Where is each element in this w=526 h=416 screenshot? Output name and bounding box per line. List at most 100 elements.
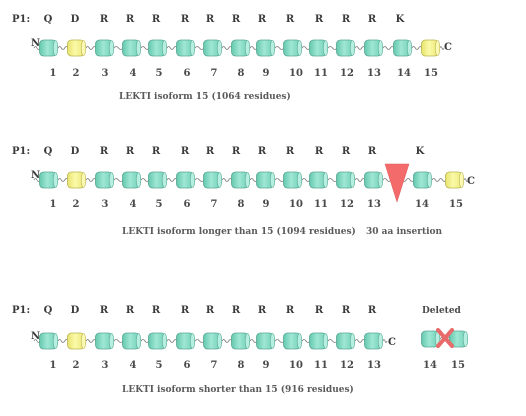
domain-number-label: 15 xyxy=(449,199,463,210)
linker-segment xyxy=(140,178,150,182)
domain-number-label: 1 xyxy=(50,360,57,371)
kazal-domain-7 xyxy=(203,39,223,57)
kazal-domain-8 xyxy=(231,39,251,57)
p1-residue-label: R xyxy=(258,305,267,316)
domain-number-label: 6 xyxy=(184,360,191,371)
p1-residue-label: Q xyxy=(44,146,53,157)
p1-residue-label: K xyxy=(416,146,425,157)
linker-segment xyxy=(439,46,445,50)
domain-number-label: 3 xyxy=(102,199,109,210)
isoform-caption: LEKTI isoform shorter than 15 (916 resid… xyxy=(122,384,354,395)
linker-segment xyxy=(301,46,311,50)
p1-residue-label: R xyxy=(152,146,161,157)
domain-number-label: 14 xyxy=(397,68,411,79)
linker-segment xyxy=(85,46,97,50)
p1-residue-label: R xyxy=(100,305,109,316)
kazal-domain-4 xyxy=(122,171,142,189)
kazal-domain-12 xyxy=(336,171,356,189)
kazal-domain-5 xyxy=(148,332,168,350)
p1-residue-label: R xyxy=(126,146,135,157)
domain-number-label: 5 xyxy=(156,199,163,210)
p1-residue-label: R xyxy=(258,146,267,157)
p1-residue-label: R xyxy=(315,146,324,157)
insertion-label: 30 aa insertion xyxy=(366,227,443,237)
kazal-domain-14 xyxy=(413,171,433,189)
linker-segment xyxy=(57,178,69,182)
kazal-domain-3 xyxy=(95,332,115,350)
domain-number-label: 11 xyxy=(314,68,328,79)
domain-number-label: 9 xyxy=(263,360,270,371)
domain-number-label: 8 xyxy=(238,360,245,371)
p1-residue-label: D xyxy=(71,305,80,316)
kazal-domain-6 xyxy=(176,39,196,57)
kazal-domain-5 xyxy=(148,171,168,189)
p1-residue-label: D xyxy=(71,14,80,25)
domain-number-label: 10 xyxy=(289,68,303,79)
domain-number-label: 13 xyxy=(367,68,381,79)
p1-residue-label: R xyxy=(368,305,377,316)
p1-residue-label: R xyxy=(152,305,161,316)
isoform-caption: LEKTI isoform longer than 15 (1094 resid… xyxy=(122,226,356,237)
linker-segment xyxy=(113,178,124,182)
p1-residue-label: R xyxy=(286,146,295,157)
linker-segment xyxy=(166,339,178,343)
p1-residue-label: R xyxy=(232,146,241,157)
p1-residue-label: R xyxy=(100,14,109,25)
p1-residue-label: Q xyxy=(44,14,53,25)
kazal-domain-1 xyxy=(39,39,59,57)
kazal-domain-15 xyxy=(421,39,441,57)
linker-segment xyxy=(194,46,205,50)
p1-residue-label: R xyxy=(181,14,190,25)
linker-segment xyxy=(274,339,285,343)
n-terminus-label: N xyxy=(31,331,40,342)
domain-number-label: 2 xyxy=(73,360,80,371)
domain-number-label: 13 xyxy=(367,360,381,371)
linker-segment xyxy=(411,46,423,50)
linker-segment xyxy=(140,339,150,343)
linker-segment xyxy=(249,178,258,182)
kazal-domain-6 xyxy=(176,332,196,350)
kazal-domain-10 xyxy=(283,171,303,189)
linker-segment xyxy=(354,178,366,182)
domain-number-label: 7 xyxy=(211,199,218,210)
p1-residue-label: R xyxy=(342,14,351,25)
c-terminus-label: C xyxy=(388,337,396,348)
domain-number-label: 5 xyxy=(156,360,163,371)
linker-segment xyxy=(113,339,124,343)
linker-segment xyxy=(249,46,258,50)
p1-residue-label: R xyxy=(152,14,161,25)
kazal-domain-7 xyxy=(203,171,223,189)
p1-residue-label: R xyxy=(315,305,324,316)
insertion-marker xyxy=(384,163,410,203)
linker-segment xyxy=(327,46,338,50)
domain-number-label: 7 xyxy=(211,360,218,371)
kazal-domain-12 xyxy=(336,39,356,57)
linker-segment xyxy=(354,46,366,50)
p1-residue-label: R xyxy=(286,14,295,25)
domain-number-label: 4 xyxy=(130,68,137,79)
domain-number-label: 11 xyxy=(314,199,328,210)
n-terminus-label: N xyxy=(31,170,40,181)
domain-number-label: 4 xyxy=(130,360,137,371)
domain-number-label: 6 xyxy=(184,68,191,79)
kazal-domain-4 xyxy=(122,39,142,57)
kazal-domain-15 xyxy=(445,171,465,189)
p1-residue-label: R xyxy=(342,146,351,157)
linker-segment xyxy=(431,178,447,182)
domain-number-label: 4 xyxy=(130,199,137,210)
linker-segment xyxy=(85,339,97,343)
domain-number-label: 13 xyxy=(367,199,381,210)
linker-segment xyxy=(166,46,178,50)
linker-segment xyxy=(382,339,388,343)
deleted-domain-15 xyxy=(449,330,469,348)
linker-segment xyxy=(463,178,469,182)
linker-segment xyxy=(140,46,150,50)
domain-number-label: 5 xyxy=(156,68,163,79)
linker-segment xyxy=(166,178,178,182)
linker-segment xyxy=(57,46,69,50)
linker-segment xyxy=(301,178,311,182)
domain-number-label: 12 xyxy=(340,68,354,79)
